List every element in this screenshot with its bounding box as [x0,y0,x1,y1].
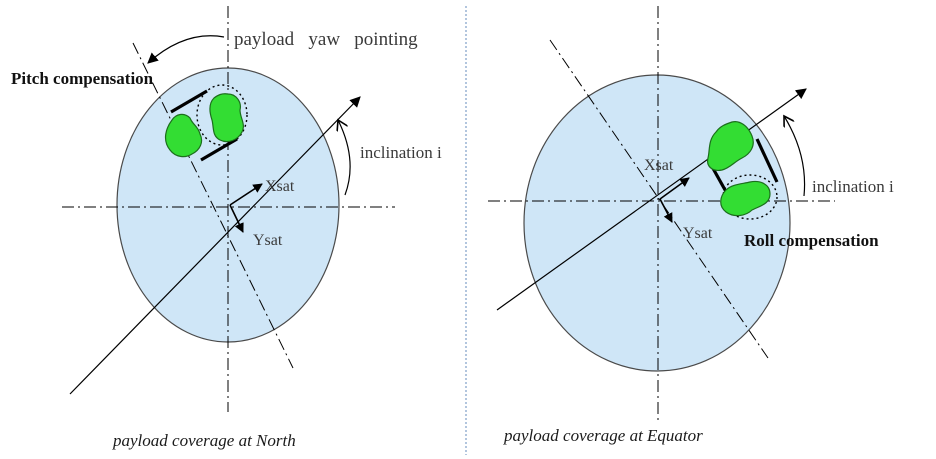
xsat-arrow-left [229,183,263,206]
yaw-pointing-axis-right [549,39,769,359]
label-xsat-right: Xsat [644,157,674,174]
inclination-arc-right [784,116,806,197]
label-pitch-compensation: Pitch compensation [11,69,154,88]
ysat-arrow-left [229,204,244,233]
yaw-pointer-curve-left [147,35,225,64]
label-inclination-left: inclination i [360,143,442,162]
label-roll-compensation: Roll compensation [744,231,879,250]
label-ysat-left: Ysat [253,232,283,249]
footprint-outline-left [196,84,248,146]
footprint-blob-left-2 [209,93,244,143]
pitch-compensation-arrow-b [200,137,238,162]
label-payload-yaw-pointing: payload yaw pointing [234,29,418,50]
label-inclination-right: inclination i [812,177,894,196]
caption-right: payload coverage at Equator [503,426,703,445]
footprint-blob-right-1 [707,121,754,171]
inclination-arc-left [338,120,351,196]
xsat-arrow-right [659,177,690,200]
footprint-blob-left-1 [164,113,203,158]
orbit-line-left [69,96,361,395]
pitch-compensation-arrow-a [170,89,208,114]
label-ysat-right: Ysat [683,225,713,242]
yaw-pointing-axis-left [132,42,294,369]
orbit-line-right [496,88,807,311]
caption-left: payload coverage at North [112,431,296,450]
coverage-disc-right [523,74,791,372]
roll-compensation-arrow-a [755,138,779,183]
footprint-blob-right-2 [720,180,771,217]
ysat-arrow-right [659,198,673,223]
right-panel: Xsat Ysat inclination i Roll compensatio… [488,6,894,445]
left-panel: payload yaw pointing Pitch compensation … [11,6,442,450]
label-xsat-left: Xsat [265,178,295,195]
